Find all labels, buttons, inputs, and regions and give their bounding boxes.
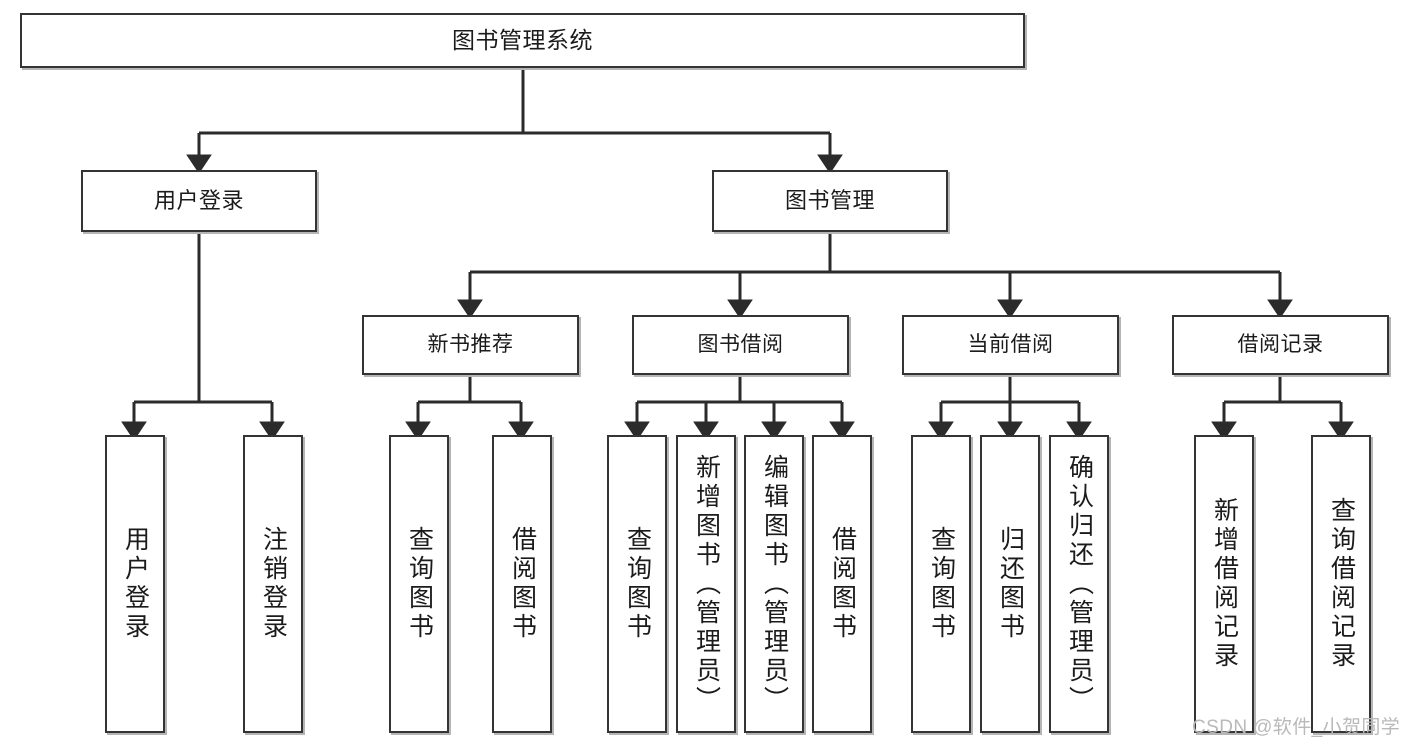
leaf-label: 查询图书 <box>405 526 434 642</box>
leaf-label: 用户登录 <box>121 526 150 642</box>
node-current-borrow[interactable]: 当前借阅 <box>902 315 1119 375</box>
leaf-label: 编辑图书（管理员） <box>760 453 789 715</box>
leaf-label: 注销登录 <box>259 526 288 642</box>
leaf-label: 确认归还（管理员） <box>1065 453 1094 715</box>
leaf-book-borrow-lend[interactable]: 借阅图书 <box>812 435 872 733</box>
leaf-label: 查询图书 <box>623 526 652 642</box>
leaf-current-borrow-confirm-return[interactable]: 确认归还（管理员） <box>1049 435 1109 733</box>
watermark-text: CSDN @软件_小贺同学 <box>1192 717 1401 738</box>
node-label: 用户登录 <box>153 188 244 214</box>
node-root-book-management-system[interactable]: 图书管理系统 <box>20 13 1025 68</box>
leaf-borrow-record-add[interactable]: 新增借阅记录 <box>1194 435 1254 733</box>
leaf-label: 新增借阅记录 <box>1210 497 1239 671</box>
node-new-book-recommend[interactable]: 新书推荐 <box>362 315 579 375</box>
leaf-book-borrow-edit[interactable]: 编辑图书（管理员） <box>744 435 804 733</box>
node-user-login[interactable]: 用户登录 <box>81 170 317 232</box>
leaf-label: 借阅图书 <box>828 526 857 642</box>
leaf-new-book-query[interactable]: 查询图书 <box>389 435 449 733</box>
leaf-label: 借阅图书 <box>508 526 537 642</box>
node-label: 借阅记录 <box>1237 332 1324 356</box>
leaf-label: 查询图书 <box>927 526 956 642</box>
node-borrow-record[interactable]: 借阅记录 <box>1172 315 1389 375</box>
node-book-management[interactable]: 图书管理 <box>712 170 948 232</box>
node-label: 图书借阅 <box>697 332 784 356</box>
leaf-borrow-record-query[interactable]: 查询借阅记录 <box>1311 435 1371 733</box>
node-label: 图书管理系统 <box>452 27 593 54</box>
leaf-label: 查询借阅记录 <box>1327 497 1356 671</box>
leaf-book-borrow-add[interactable]: 新增图书（管理员） <box>676 435 736 733</box>
node-label: 图书管理 <box>784 188 875 214</box>
leaf-user-login-logout[interactable]: 注销登录 <box>243 435 303 733</box>
leaf-current-borrow-query[interactable]: 查询图书 <box>911 435 971 733</box>
leaf-user-login-signin[interactable]: 用户登录 <box>105 435 165 733</box>
leaf-book-borrow-query[interactable]: 查询图书 <box>607 435 667 733</box>
node-label: 当前借阅 <box>967 332 1054 356</box>
leaf-label: 归还图书 <box>996 526 1025 642</box>
leaf-new-book-borrow[interactable]: 借阅图书 <box>492 435 552 733</box>
leaf-label: 新增图书（管理员） <box>692 453 721 715</box>
node-label: 新书推荐 <box>427 332 514 356</box>
leaf-current-borrow-return[interactable]: 归还图书 <box>980 435 1040 733</box>
node-book-borrow[interactable]: 图书借阅 <box>632 315 849 375</box>
